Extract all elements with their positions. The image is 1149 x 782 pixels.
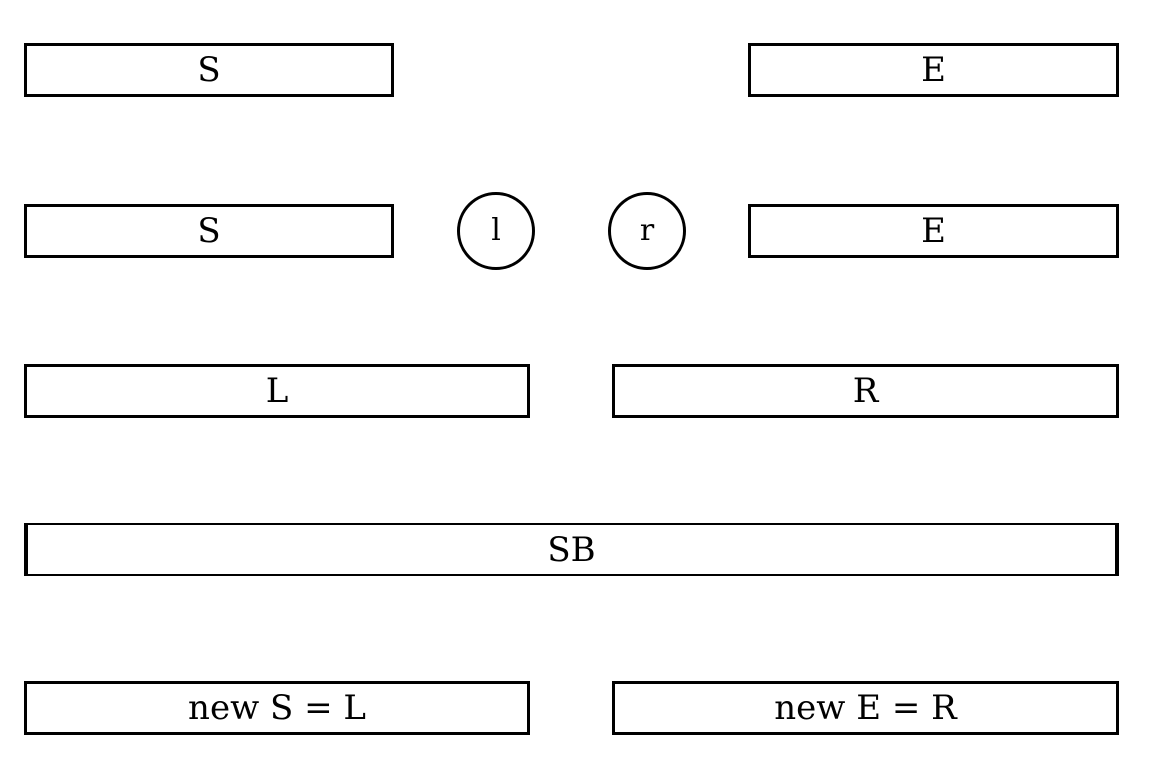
segment-e-box-row1: E bbox=[748, 43, 1119, 97]
pointer-l-circle: l bbox=[457, 192, 535, 270]
segment-sb-box: SB bbox=[24, 523, 1119, 576]
segment-r-box: R bbox=[612, 364, 1119, 418]
segment-s-label-row2: S bbox=[197, 211, 221, 251]
segment-s-box-row2: S bbox=[24, 204, 394, 258]
segment-sb-label: SB bbox=[547, 529, 596, 570]
segment-l-label: L bbox=[265, 371, 289, 411]
segment-e-box-row2: E bbox=[748, 204, 1119, 258]
segment-l-box: L bbox=[24, 364, 530, 418]
new-s-label: new S = L bbox=[188, 688, 366, 728]
segment-s-label-row1: S bbox=[197, 50, 221, 90]
pointer-r-label: r bbox=[639, 213, 655, 248]
segment-s-box-row1: S bbox=[24, 43, 394, 97]
segment-e-label-row2: E bbox=[921, 211, 946, 251]
segment-r-label: R bbox=[852, 371, 879, 411]
segment-e-label-row1: E bbox=[921, 50, 946, 90]
new-e-label: new E = R bbox=[774, 688, 957, 728]
pointer-r-circle: r bbox=[608, 192, 686, 270]
new-s-box: new S = L bbox=[24, 681, 530, 735]
pointer-l-label: l bbox=[491, 213, 501, 248]
new-e-box: new E = R bbox=[612, 681, 1119, 735]
